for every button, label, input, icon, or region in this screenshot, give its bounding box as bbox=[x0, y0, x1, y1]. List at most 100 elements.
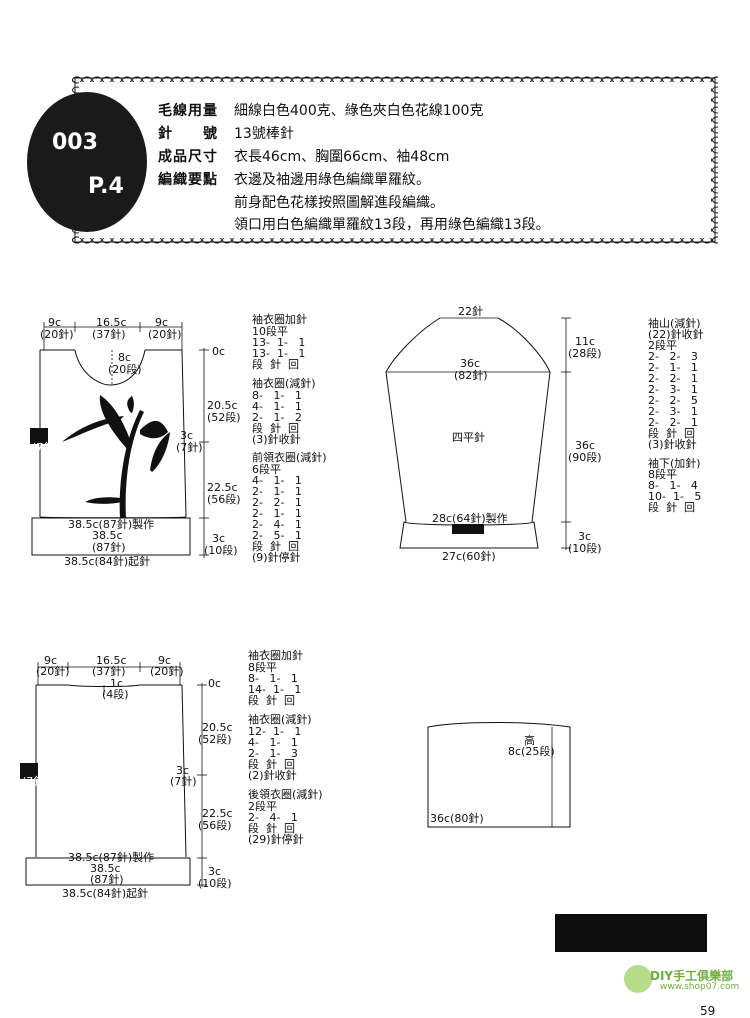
back-neck-dec-4: (29)針停針 bbox=[248, 833, 304, 846]
back-left-marker bbox=[20, 763, 38, 779]
sleeve-under-title: 袖下(加針) bbox=[648, 457, 701, 470]
sleeve-cap-11: (3)針收針 bbox=[648, 438, 697, 451]
front-s2: (37針) bbox=[92, 328, 126, 341]
front-rib-rows: (10段) bbox=[204, 544, 238, 557]
back-rib-len: 3c bbox=[208, 865, 222, 878]
sleeve-cap-3: 2- 2- 3 bbox=[648, 350, 698, 363]
back-armhole-dec-4: 段 針 回 bbox=[248, 758, 295, 771]
sleeve-under-3: 10- 1- 5 bbox=[648, 490, 702, 503]
front-neck-dec-5: 2- 1- 1 bbox=[252, 507, 302, 520]
back-armhole-inc-title: 袖衣圈加針 bbox=[248, 649, 303, 662]
front-side-top: 0c bbox=[212, 345, 226, 358]
back-armhole-dec-title: 袖衣圈(減針) bbox=[248, 713, 312, 726]
back-underarm: 3c bbox=[176, 764, 190, 777]
spec-extra-2: 領口用白色編織單羅紋13段，再用綠色編織13段。 bbox=[234, 217, 550, 233]
front-underarm-st: (7針) bbox=[176, 441, 203, 454]
back-armhole-inc-4: 段 針 回 bbox=[248, 694, 295, 707]
back-body-rows: (56段) bbox=[198, 819, 232, 832]
back-w2: 16.5c bbox=[96, 654, 127, 667]
back-armhole-dec-3: 2- 1- 3 bbox=[248, 747, 298, 760]
front-neck-dec-3: 2- 1- 1 bbox=[252, 485, 302, 498]
front-armhole-inc-3: 13- 1- 1 bbox=[252, 347, 306, 360]
sleeve-width: 36c bbox=[460, 357, 481, 370]
back-rib-width: 38.5c bbox=[90, 862, 121, 875]
sleeve-diagram bbox=[385, 317, 571, 550]
sleeve-cap-7: 2- 2- 5 bbox=[648, 394, 698, 407]
back-side-top: 0c bbox=[208, 677, 222, 690]
back-armhole-inc-3: 14- 1- 1 bbox=[248, 683, 302, 696]
sleeve-cap-5: 2- 2- 1 bbox=[648, 372, 698, 385]
sleeve-under-2: 8- 1- 4 bbox=[648, 479, 698, 492]
pattern-code: 003 bbox=[52, 130, 98, 155]
front-diagram bbox=[30, 322, 209, 558]
front-bind-note: 38.5c(87針)製作 bbox=[68, 518, 155, 531]
front-neck-dec-title: 前領衣圈(減針) bbox=[252, 451, 327, 464]
front-w1: 9c bbox=[48, 316, 62, 329]
back-armhole-len: 20.5c bbox=[202, 721, 233, 734]
front-armhole-dec-1: 8- 1- 1 bbox=[252, 389, 302, 402]
logo-icon bbox=[624, 965, 652, 993]
spec-label-size: 成品尺寸 bbox=[158, 149, 218, 165]
page-number: 59 bbox=[700, 1004, 716, 1018]
back-bind-note: 38.5c(87針)製作 bbox=[68, 851, 155, 864]
back-s1: (20針) bbox=[36, 665, 70, 678]
logo-text: DIY手工俱樂部 bbox=[650, 969, 734, 983]
front-cast-on: 38.5c(84針)起針 bbox=[64, 555, 151, 568]
front-armhole-dec-3: 2- 1- 2 bbox=[252, 411, 302, 424]
footer-black-box bbox=[555, 914, 707, 952]
back-neck-dec-title: 後領衣圈(減針) bbox=[248, 788, 323, 801]
logo-url: www.shop07.com bbox=[660, 982, 740, 992]
back-rib-rows: (10段) bbox=[198, 877, 232, 890]
back-body-len: 22.5c bbox=[202, 807, 233, 820]
front-neck-dec-4: 2- 2- 1 bbox=[252, 496, 302, 509]
back-rib-stitches: (87針) bbox=[90, 873, 124, 886]
spec-label-needle: 針 號 bbox=[158, 126, 218, 142]
left-marker bbox=[30, 428, 48, 444]
front-neck-dec-7: 2- 5- 1 bbox=[252, 529, 302, 542]
front-armhole-dec-4: 段 針 回 bbox=[252, 422, 299, 435]
back-neck-dec-3: 段 針 回 bbox=[248, 822, 295, 835]
front-neck-dec-1: 6段平 bbox=[252, 463, 281, 476]
sleeve-cap-title: 袖山(減針) bbox=[648, 317, 701, 330]
sleeve-pattern: 四平針 bbox=[452, 431, 485, 444]
sleeve-bind-note: 28c(64針)製作 bbox=[432, 512, 508, 525]
back-armhole-inc-1: 8段平 bbox=[248, 661, 277, 674]
collar-diagram bbox=[427, 722, 571, 828]
spec-label-yarn: 毛線用量 bbox=[158, 103, 218, 119]
sleeve-under-1: 8段平 bbox=[648, 468, 677, 481]
spec-label-points: 編織要點 bbox=[158, 172, 218, 188]
front-body-len: 22.5c bbox=[207, 481, 238, 494]
back-neck-rows: (4段) bbox=[102, 688, 129, 701]
front-armhole-dec-title: 袖衣圈(減針) bbox=[252, 377, 316, 390]
back-armhole-dec-1: 12- 1- 1 bbox=[248, 725, 302, 738]
back-w3: 9c bbox=[158, 654, 172, 667]
front-armhole-len: 20.5c bbox=[207, 399, 238, 412]
sleeve-cap-9: 2- 2- 1 bbox=[648, 416, 698, 429]
back-armhole-dec-5: (2)針收針 bbox=[248, 769, 297, 782]
front-armhole-inc-2: 13- 1- 1 bbox=[252, 336, 306, 349]
plant-motif bbox=[62, 395, 170, 518]
front-neck-depth: 8c bbox=[118, 351, 132, 364]
front-neck-dec-9: (9)針停針 bbox=[252, 551, 301, 564]
sleeve-cap-4: 2- 1- 1 bbox=[648, 361, 698, 374]
back-armhole-rows: (52段) bbox=[198, 733, 232, 746]
front-rib-stitches: (87針) bbox=[92, 541, 126, 554]
front-neck-dec-2: 4- 1- 1 bbox=[252, 474, 302, 487]
spec-extra-1: 前身配色花樣按照圖解進段編織。 bbox=[234, 195, 444, 211]
front-rib-len: 3c bbox=[212, 532, 226, 545]
back-s2: (37針) bbox=[92, 665, 126, 678]
front-rib-width: 38.5c bbox=[92, 529, 123, 542]
front-armhole-inc-1: 10段平 bbox=[252, 325, 288, 338]
pattern-badge bbox=[27, 92, 147, 232]
sleeve-cap-1: (22)針收針 bbox=[648, 328, 704, 341]
sleeve-cap-height: 11c bbox=[575, 335, 596, 348]
front-underarm: 3c bbox=[180, 429, 194, 442]
pattern-page: P.4 bbox=[88, 174, 124, 199]
collar-height: 8c(25段) bbox=[508, 745, 555, 758]
back-left-mark: (7針) bbox=[22, 775, 49, 788]
front-neck-dec-6: 2- 4- 1 bbox=[252, 518, 302, 531]
front-w3: 9c bbox=[155, 316, 169, 329]
back-s3: (20針) bbox=[150, 665, 184, 678]
front-body-rows: (56段) bbox=[207, 493, 241, 506]
sleeve-width-st: (82針) bbox=[454, 369, 488, 382]
